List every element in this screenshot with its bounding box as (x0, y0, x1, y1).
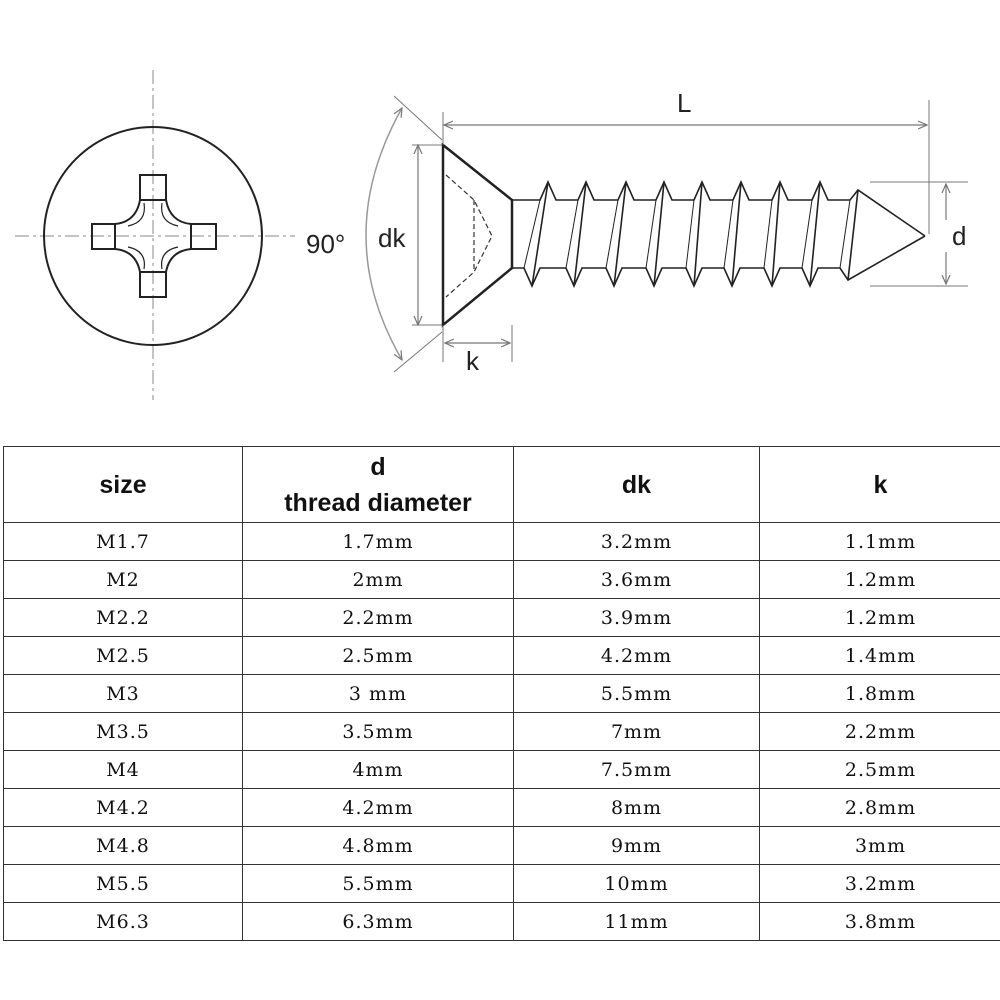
cell-d: 6.3mm (242, 902, 514, 941)
cell-d: 1.7mm (242, 522, 514, 561)
cell-d: 3.5mm (242, 712, 514, 751)
cell-d: 4mm (242, 750, 514, 789)
cell-size: M4.8 (3, 826, 243, 865)
cell-size: M6.3 (3, 902, 243, 941)
cell-k: 3.2mm (759, 864, 1000, 903)
cell-k: 1.2mm (759, 560, 1000, 599)
cell-dk: 9mm (513, 826, 760, 865)
cell-dk: 5.5mm (513, 674, 760, 713)
cell-k: 3mm (759, 826, 1000, 865)
thread-body (512, 180, 926, 288)
cell-dk: 3.9mm (513, 598, 760, 637)
head-top-view (15, 70, 295, 400)
head-outline (43, 126, 263, 346)
cell-size: M2 (3, 560, 243, 599)
cell-dk: 3.2mm (513, 522, 760, 561)
head-diameter-label: dk (378, 223, 406, 253)
angle-label: 90° (306, 229, 345, 259)
cell-d: 2.2mm (242, 598, 514, 637)
cell-size: M2.5 (3, 636, 243, 675)
screw-side-view: 90° dk (306, 88, 976, 376)
cell-k: 3.8mm (759, 902, 1000, 941)
cell-d: 3 mm (242, 674, 514, 713)
header-thread-diameter: d thread diameter (242, 446, 514, 523)
cell-size: M4.2 (3, 788, 243, 827)
head-height-label: k (466, 346, 480, 376)
cell-k: 2.8mm (759, 788, 1000, 827)
screw-diagram: 90° dk (15, 70, 976, 400)
table-header-row: size d thread diameter dk k (3, 446, 1000, 523)
cell-d: 2.5mm (242, 636, 514, 675)
cell-k: 1.8mm (759, 674, 1000, 713)
cell-k: 1.1mm (759, 522, 1000, 561)
cell-k: 1.4mm (759, 636, 1000, 675)
cell-size: M5.5 (3, 864, 243, 903)
countersunk-head (441, 142, 514, 328)
cell-size: M4 (3, 750, 243, 789)
cell-k: 2.5mm (759, 750, 1000, 789)
cell-size: M3 (3, 674, 243, 713)
header-dk: dk (513, 446, 760, 523)
cell-d: 5.5mm (242, 864, 514, 903)
cell-d: 4.8mm (242, 826, 514, 865)
header-d-name: thread diameter (284, 488, 472, 517)
cell-d: 4.2mm (242, 788, 514, 827)
cell-dk: 11mm (513, 902, 760, 941)
cell-size: M3.5 (3, 712, 243, 751)
phillips-cross-icon (91, 174, 217, 298)
header-d-symbol: d (370, 452, 386, 481)
cell-k: 1.2mm (759, 598, 1000, 637)
header-k: k (759, 446, 1000, 523)
cell-dk: 10mm (513, 864, 760, 903)
header-size: size (3, 446, 243, 523)
cell-k: 2.2mm (759, 712, 1000, 751)
cell-dk: 8mm (513, 788, 760, 827)
length-label: L (677, 88, 691, 118)
cell-dk: 7mm (513, 712, 760, 751)
cell-dk: 3.6mm (513, 560, 760, 599)
thread-diameter-label: d (952, 221, 966, 251)
cell-dk: 7.5mm (513, 750, 760, 789)
cell-size: M2.2 (3, 598, 243, 637)
cell-dk: 4.2mm (513, 636, 760, 675)
cell-d: 2mm (242, 560, 514, 599)
cell-size: M1.7 (3, 522, 243, 561)
